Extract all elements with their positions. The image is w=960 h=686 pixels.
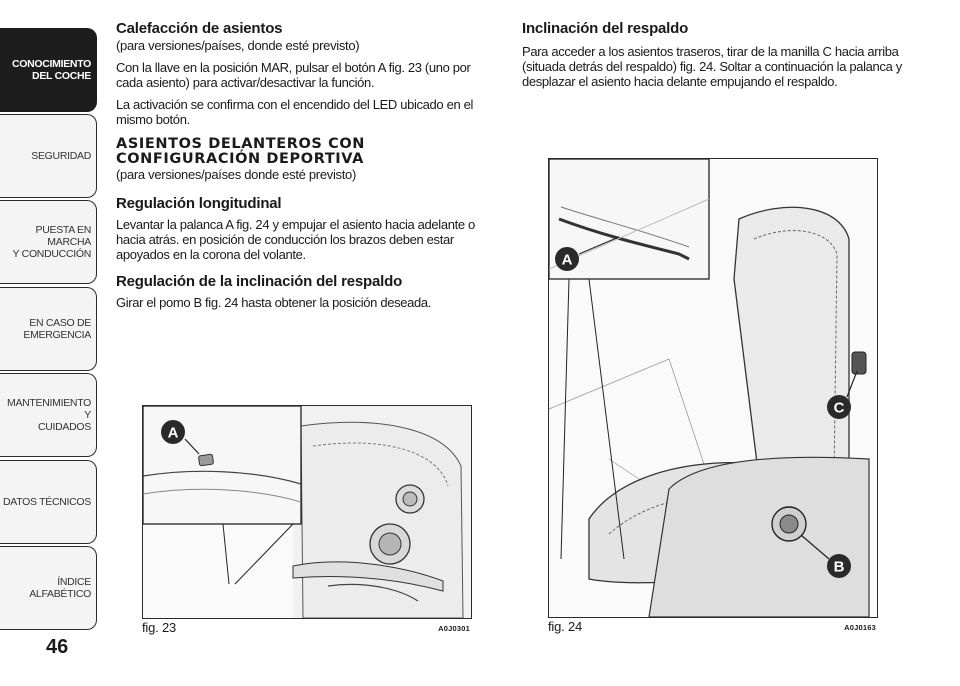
- heading-regulacion-inclinacion: Regulación de la inclinación del respald…: [116, 273, 403, 290]
- right-column: Inclinación del respaldo Para acceder a …: [522, 20, 912, 96]
- note-versions: (para versiones/países, donde esté previ…: [116, 38, 360, 53]
- tab-mantenimiento[interactable]: MANTENIMIENTO Y CUIDADOS: [0, 373, 97, 457]
- figure-23: A fig. 23 A0J0301: [142, 405, 472, 637]
- fig23-caption: fig. 23: [142, 620, 177, 635]
- heading-asientos-deportivos: ASIENTOS DELANTEROS CON CONFIGURACIÓN DE…: [116, 136, 366, 167]
- para-regulacion-inclinacion: Girar el pomo B fig. 24 hasta obtener la…: [116, 295, 432, 310]
- para-regulacion-longitudinal: Levantar la palanca A fig. 24 y empujar …: [116, 217, 475, 262]
- heading-calefaccion: Calefacción de asientos: [116, 20, 283, 37]
- para-calefaccion-1: Con la llave en la posición MAR, pulsar …: [116, 60, 471, 90]
- fig24-caption: fig. 24: [548, 619, 583, 634]
- tab-en-caso-de-emergencia[interactable]: EN CASO DE EMERGENCIA: [0, 287, 97, 371]
- figure-24: A C B fig. 24 A0J0163: [548, 158, 878, 638]
- fig23-callout-a: A: [168, 425, 179, 442]
- figure-23-illustration: A: [142, 405, 472, 619]
- tab-conocimiento-del-coche[interactable]: CONOCIMIENTO DEL COCHE: [0, 28, 97, 112]
- fig24-code: A0J0163: [844, 623, 876, 632]
- tab-puesta-en-marcha[interactable]: PUESTA EN MARCHA Y CONDUCCIÓN: [0, 200, 97, 284]
- fig24-callout-b: B: [834, 559, 845, 576]
- page-number: 46: [46, 636, 69, 658]
- left-column: Calefacción de asientos (para versiones/…: [116, 20, 494, 317]
- fig23-code: A0J0301: [438, 624, 470, 633]
- heading-regulacion-longitudinal: Regulación longitudinal: [116, 195, 282, 212]
- heading-inclinacion-respaldo: Inclinación del respaldo: [522, 20, 689, 37]
- figure-24-illustration: A C B: [548, 158, 878, 618]
- fig24-callout-a: A: [562, 252, 573, 269]
- tab-datos-tecnicos[interactable]: DATOS TÉCNICOS: [0, 460, 97, 544]
- para-inclinacion-respaldo: Para acceder a los asientos traseros, ti…: [522, 44, 902, 89]
- chapter-tabs: CONOCIMIENTO DEL COCHE SEGURIDAD PUESTA …: [0, 0, 100, 686]
- tab-indice-alfabetico[interactable]: ÍNDICE ALFABÉTICO: [0, 546, 97, 630]
- fig24-callout-c: C: [834, 400, 845, 417]
- para-calefaccion-2: La activación se confirma con el encendi…: [116, 97, 474, 127]
- tab-seguridad[interactable]: SEGURIDAD: [0, 114, 97, 198]
- note-versions-2: (para versiones/países donde esté previs…: [116, 167, 357, 182]
